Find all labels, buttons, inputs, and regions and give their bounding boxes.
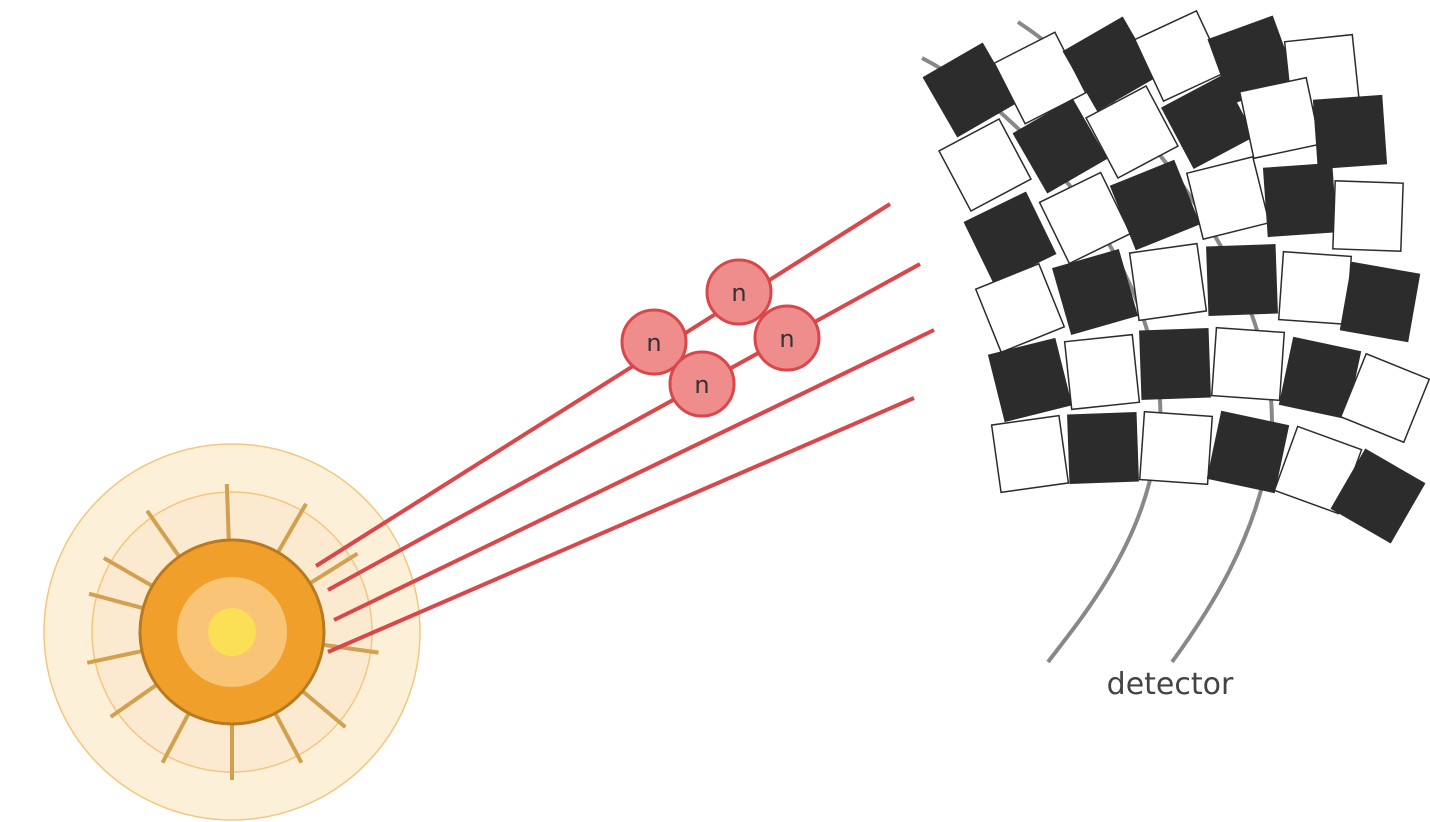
detector-tile-light (1339, 352, 1430, 444)
source-spike (307, 551, 359, 587)
neutron-particle-icon: n (753, 304, 821, 372)
source-spike (224, 484, 231, 543)
source-spike (109, 681, 160, 719)
detector-tile-light (1332, 180, 1404, 252)
detector-tile-light (1210, 326, 1286, 402)
beam-line (327, 262, 921, 592)
source-spike (145, 509, 183, 560)
neutron-particle-icon: n (620, 308, 688, 376)
beam-line (333, 328, 935, 622)
detector-tile-dark (1206, 244, 1278, 316)
neutron-label: n (731, 279, 746, 307)
source-spikes (86, 484, 379, 780)
detector-label: detector (1107, 667, 1234, 702)
detector-tile-light (1238, 76, 1322, 160)
detector-tile-dark (1109, 159, 1201, 251)
detector-tile-dark (922, 42, 1018, 138)
source-center (208, 608, 256, 656)
neutrons: n n n n (620, 258, 821, 418)
detector-tile-light (1085, 85, 1179, 179)
detector-tile-dark (1161, 75, 1255, 169)
detector-tile-light (1138, 410, 1214, 486)
source-spike (299, 688, 347, 729)
detector-tile-dark (1330, 448, 1426, 544)
neutron-label: n (646, 329, 661, 357)
detector-tile-dark (987, 337, 1073, 423)
detector-tile-light (938, 118, 1032, 212)
source-spike (275, 502, 308, 556)
detector-tile-dark (1312, 94, 1388, 170)
source-spike (272, 710, 304, 764)
beam-line (327, 396, 915, 654)
source-spike (160, 710, 192, 764)
source-spike (86, 648, 145, 665)
detector-tile-dark (1052, 249, 1138, 335)
detector-tile-dark (1067, 412, 1139, 484)
detector-array-icon (922, 9, 1430, 544)
detector-tile-light (1277, 250, 1353, 326)
detector-tile-light (1063, 333, 1141, 411)
neutron-particle-icon: n (705, 258, 773, 326)
source-spike (102, 556, 156, 589)
detector-tile-dark (1139, 328, 1211, 400)
radiation-source-icon (43, 443, 421, 821)
detector-tile-dark (1206, 410, 1290, 494)
beam-line (314, 202, 892, 568)
source-spike (320, 642, 379, 655)
neutron-label: n (779, 325, 794, 353)
detector-tile-dark (1339, 261, 1421, 343)
detector-tile-dark (1012, 98, 1108, 194)
detector-tile-light (990, 414, 1070, 494)
detector-tile-light (974, 262, 1066, 354)
neutron-particle-icon: n (668, 350, 736, 418)
detector-tile-dark (1262, 162, 1338, 238)
detector-tile-light (1128, 242, 1208, 322)
detector-tile-light (1038, 171, 1132, 265)
detector-tile-light (1185, 155, 1271, 241)
neutron-beams (314, 202, 935, 654)
source-spike (88, 591, 146, 611)
neutron-label: n (694, 371, 709, 399)
